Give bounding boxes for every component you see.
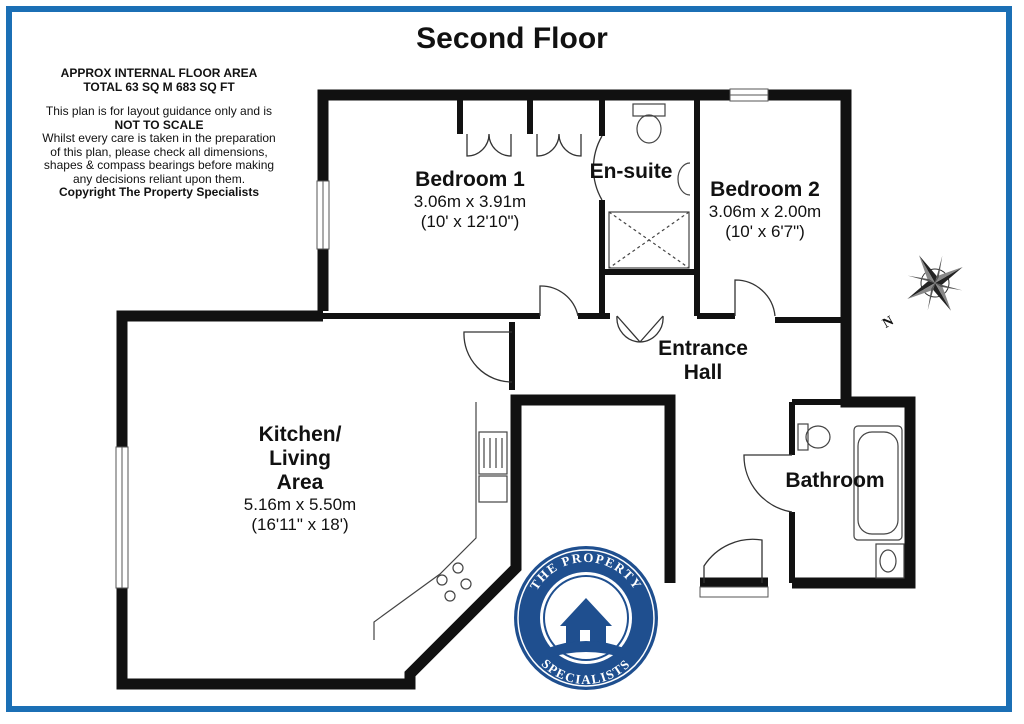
room-name-line-3: Area [276,471,324,494]
door-kitchen [463,331,513,383]
room-label-bedroom-1: Bedroom 1 3.06m x 3.91m (10' x 12'10") [380,168,560,232]
disclaimer-line-3: of this plan, please check all dimension… [50,144,268,159]
door-bedroom2 [734,279,776,317]
room-name-line-2: Living [269,447,331,470]
front-door-threshold [699,586,769,598]
room-name: En-suite [589,160,673,183]
hob-ring-3 [444,590,456,602]
internal-walls [323,100,846,583]
room-name-line-1: Entrance [658,337,748,360]
room-name: Bedroom 1 [415,168,525,191]
room-label-bedroom-2: Bedroom 2 3.06m x 2.00m (10' x 6'7") [690,178,840,242]
fixtures [373,103,905,640]
ensuite-cistern [632,103,666,117]
door-entrance [703,538,763,583]
ensuite-basin [677,162,691,196]
bath-toilet [805,425,831,449]
not-to-scale-text: NOT TO SCALE [114,117,204,132]
ensuite-shower [608,211,690,269]
disclaimer-line-4: shapes & compass bearings before making [43,158,275,172]
area-heading: APPROX INTERNAL FLOOR AREA [60,66,258,80]
compass-north-label: N [880,314,896,332]
room-imperial: (16'11" x 18') [251,515,349,534]
disclaimer-line-5: any decisions reliant upon them. [72,171,246,186]
wardrobe-doors-2 [536,133,582,157]
bath-basin [875,543,905,579]
room-imperial: (10' x 6'7") [725,222,805,241]
doors [463,133,793,583]
area-total: TOTAL 63 SQ M 683 SQ FT [83,79,235,94]
door-ensuite [592,135,603,201]
floor-title: Second Floor [416,22,608,55]
hob-ring-1 [436,574,448,586]
room-label-ensuite: En-suite [576,160,686,184]
room-label-kitchen: Kitchen/ Living Area 5.16m x 5.50m (16'1… [210,423,390,535]
room-imperial: (10' x 12'10") [420,212,520,231]
ensuite-toilet [636,114,662,144]
bath-tub [853,425,903,541]
bath-toilet-cistern [797,423,809,451]
wall-lift-core [116,394,676,690]
disclaimer-line-1: This plan is for layout guidance only an… [45,104,273,118]
wardrobe-doors-1 [466,133,512,157]
area-info-block: APPROX INTERNAL FLOOR AREA TOTAL 63 SQ M… [34,66,284,200]
hob-ring-2 [452,562,464,574]
room-name: Bathroom [785,469,885,492]
room-metric: 5.16m x 5.50m [243,495,357,514]
door-cupboard [616,315,664,343]
wall-north-east [768,89,916,589]
room-name-line-2: Hall [683,361,723,384]
room-label-bathroom: Bathroom [770,469,900,493]
door-bathroom [743,454,793,513]
room-metric: 3.06m x 2.00m [708,202,822,221]
kitchen-worktop [373,402,477,640]
kitchen-sink [478,475,508,503]
house-icon [560,598,612,646]
disclaimer-line-2: Whilst every care is taken in the prepar… [42,131,276,145]
kitchen-sink-drainer [478,431,508,475]
room-name: Bedroom 2 [710,178,820,201]
room-label-entrance-hall: Entrance Hall [636,337,770,385]
room-name-line-1: Kitchen/ [258,423,342,446]
agency-logo: THE PROPERTY SPECIALISTS [514,546,658,690]
hob-ring-4 [460,578,472,590]
windows [115,88,769,598]
copyright-text: Copyright The Property Specialists [58,185,260,199]
page-frame [6,6,1012,712]
wall-kitchen-north [116,310,323,447]
door-bedroom1 [539,285,579,317]
room-metric: 3.06m x 3.91m [413,192,527,211]
compass-rose [907,255,963,311]
